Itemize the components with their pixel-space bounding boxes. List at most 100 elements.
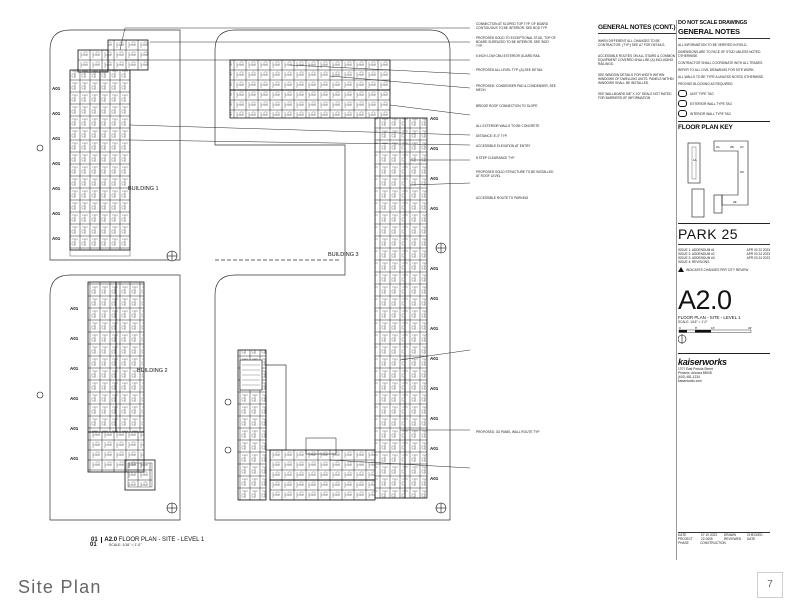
firm-address-2: Phoenix, Arizona 85008 [678,371,712,375]
stamp-cell: CHECKED [747,533,763,537]
callout-note: ACCESSIBLE ROUTE TO PARKING [476,196,529,200]
svg-text:A01: A01 [52,136,61,141]
callout-note: BRIDGE ROOF CONNECTION TO SLOPE [476,104,538,108]
issue-label: ISSUE 3: ADDENDUM #3 [678,256,715,260]
view-number: 01 [91,537,98,543]
svg-text:A01: A01 [430,446,439,451]
svg-text:A01: A01 [52,111,61,116]
stamp-row: DATE 07 10 2023 DRAWN CHECKED [678,533,770,537]
page-number: 7 [757,572,783,598]
svg-text:A01: A01 [52,236,61,241]
svg-text:A01: A01 [52,161,61,166]
scale-mark: 8' [695,326,698,330]
callout-note: 8 STEP CLEARANCE TYP. [476,156,515,160]
stamp-row: PHASE CONSTRUCTION [678,541,770,545]
callout-note: DISTANCE: 8'-0" TYP. [476,134,508,138]
warning-note: INDICATES CHANGES PER CITY REVIEW [686,267,749,272]
building-1-label: BUILDING 1 [128,186,159,192]
svg-text:A01: A01 [70,306,79,311]
svg-text:A01: A01 [430,206,439,211]
wall-tag-icon [678,100,687,107]
firm-address-1: 1707 East Portola Street [678,367,713,371]
building-3-label: BUILDING 3 [328,252,359,258]
stamp-cell: DATE [678,533,687,537]
warning-triangle-icon [678,267,684,272]
stamp-cell: 07 10 2023 [701,533,717,537]
note-item: ALL INFORMATION TO BE VERIFIED IN FIELD. [678,43,748,47]
stamp-cell: DRAWN [724,533,736,537]
title-block: DO NOT SCALE DRAWINGS GENERAL NOTES ALL … [678,20,770,560]
sheet-number: A2.0 [678,285,732,315]
titleblock-divider [676,20,677,560]
svg-text:A01: A01 [430,176,439,181]
scale-mark: 32' [748,326,752,330]
svg-text:2E: 2E [733,200,737,204]
scale-mark: 16' [711,326,715,330]
svg-text:A01: A01 [430,416,439,421]
sheet-title: FLOOR PLAN - SITE - LEVEL 1 [678,315,741,320]
issue-row: ISSUE 3: ADDENDUM #3 APR 03 24 2023 [678,256,770,260]
note-item: WHEN DIFFERENT ALL CHANGES TO BE CONTRAC… [598,39,666,47]
svg-text:A01: A01 [70,336,79,341]
view-title-block: 01 A2.0 FLOOR PLAN - SITE - LEVEL 1 SCAL… [91,537,204,547]
note-item: DIMENSIONS ARE TO FACE OF STUD UNLESS NO… [678,50,761,58]
callout-note: PROPOSED SOLID STRUCTURE TO BE INSTALLED… [476,170,554,178]
symbol-note: INTERIOR WALL TYPE TAG [690,111,731,116]
note-item: PROVIDE BLOCKING AS REQUIRED. [678,82,734,86]
general-notes-cont: GENERAL NOTES (CONT.) WHEN DIFFERENT ALL… [598,24,676,107]
stamp-cell: PHASE [678,541,689,545]
scale-bar: 0 8' 16' 32' [678,326,752,344]
svg-text:2B: 2B [730,145,734,149]
sheet-scale: SCALE: 1/16" = 1'-0" [678,320,708,324]
leader-lines [119,27,471,469]
issue-date: APR 03 24 2023 [746,256,770,260]
svg-text:A01: A01 [430,356,439,361]
stamp-cell: REVIEWED [724,537,742,541]
svg-text:A01: A01 [52,186,61,191]
callout-note: CONNECTION AT SLOPED TOP TYP. OF BOARD C… [476,22,549,30]
issue-row: ISSUE 4: REVISIONS [678,260,770,264]
svg-text:A01: A01 [430,146,439,151]
firm-web: kaiserworks.com [678,379,702,383]
svg-text:2C: 2C [740,145,745,149]
note-item: SEE WINDOW DETAILS FOR WIDTH WITHIN WIND… [598,73,674,85]
svg-text:A01: A01 [430,476,439,481]
stamp-cell: DATE [747,537,756,541]
svg-text:2D: 2D [740,170,745,174]
svg-text:2A: 2A [716,145,720,149]
project-name: PARK 25 [678,226,739,242]
stamp-cell: CONSTRUCTION [700,541,726,545]
firm-phone: (602) 481-1234 [678,375,700,379]
do-not-scale-warning: DO NOT SCALE DRAWINGS [678,20,748,26]
view-title: FLOOR PLAN - SITE - LEVEL 1 [118,537,205,543]
stamp-cell [726,541,748,545]
note-item: REFER TO ALL CIVIL DRAWINGS FOR SITE WOR… [678,68,755,72]
unit-tag-icon [678,90,687,97]
svg-text:A01: A01 [52,86,61,91]
callout-note: PROPOSED: CONDENSER PAD & CONDENSER, SEE… [476,84,556,92]
building-2-plan [87,281,156,491]
symbol-note: UNIT TYPE TAG [690,91,714,96]
note-item: SEE WALLBOARD 5/8" X 1/2" DEALS NOT RATE… [598,92,672,100]
svg-text:A01: A01 [430,326,439,331]
building-1-plan [69,39,149,257]
key-plan-title: FLOOR PLAN KEY [678,124,733,131]
stamp-cell: 22-0005 [701,537,713,541]
building-3-plan [229,59,428,501]
callout-note: ACCESSIBLE ELEVATION AT ENTRY [476,144,531,148]
note-item: ACCESSIBLE ROUTES ON ALL STAIRS & COMMON… [598,54,676,66]
firm-logo: kaiserworks [678,357,727,367]
svg-text:A01: A01 [70,396,79,401]
callout-note: 6 INCH LOW CMU EXTERIOR GUARD RAIL [476,54,541,58]
issue-label: ISSUE 2: ADDENDUM #2 [678,252,715,256]
view-sheet: A2.0 [104,537,118,543]
callout-note: PROPOSED ALL LEVEL TYP. (A) SEE DETAIL [476,68,543,72]
note-item: ALL WALLS TO BE TYPE A UNLESS NOTED OTHE… [678,75,764,79]
svg-text:A01: A01 [70,366,79,371]
issue-label: ISSUE 4: REVISIONS [678,260,710,264]
view-number: 01 [90,542,97,548]
